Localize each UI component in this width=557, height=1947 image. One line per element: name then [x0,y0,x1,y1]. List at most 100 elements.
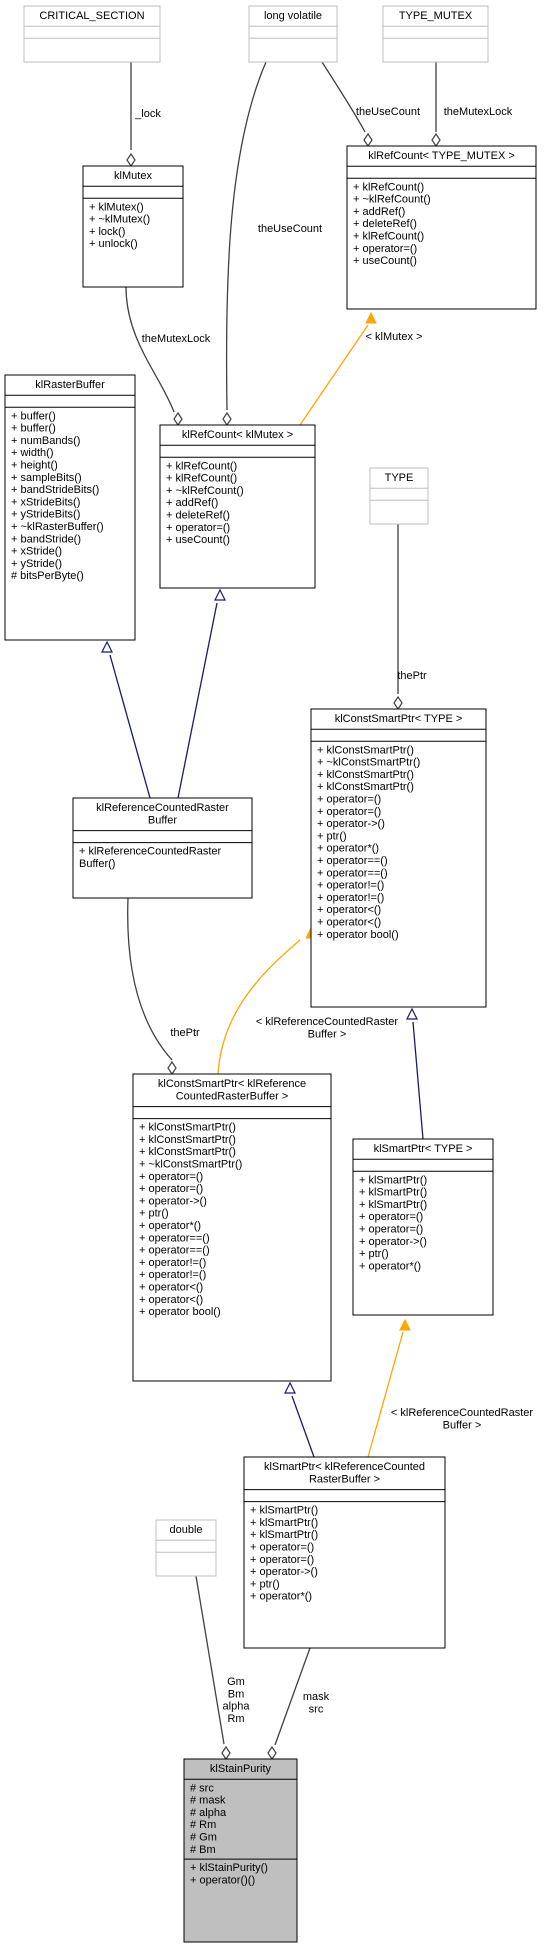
class-box [346,145,537,310]
class-box [72,797,253,899]
edge-theptr-rcrb [127,897,177,1076]
composition-diamond [267,1745,277,1761]
class-klmutex[interactable]: klMutex + klMutex()+ ~klMutex()+ lock()+ … [82,165,184,288]
method-list: + klRefCount()+ klRefCount()+ ~klRefCoun… [166,460,244,546]
edge-usecount-tmpl [321,61,373,148]
class-klrefcount-tmpl[interactable]: klRefCount< TYPE_MUTEX > + klRefCount()+ … [346,145,537,310]
template-arrowhead [365,311,377,324]
class-box [132,1073,332,1382]
class-critical-section[interactable]: CRITICAL_SECTION [23,5,161,63]
class-klsmartptr-tmpl[interactable]: klSmartPtr< TYPE >+ klSmartPtr()+ klSmar… [352,1138,494,1316]
composition-diamond [393,695,403,711]
edge-rcrb-bind-2 [367,1318,411,1458]
class-box [155,1519,217,1577]
method-list: + klMutex()+ ~klMutex()+ lock()+ unlock(… [89,201,150,250]
composition-diamond [173,411,183,427]
class-box [23,5,161,63]
inheritance-arrowhead [284,1381,296,1394]
class-name: klConstSmartPtr< TYPE > [335,713,463,725]
edge-inherit-constsmartptr [406,1007,424,1140]
class-box [4,374,136,641]
edge-label-thePtr-type: thePtr [397,670,427,682]
nodes-layer: CRITICAL_SECTION long volatile TYPE_MUTEXk… [4,5,537,1943]
edge-label-theUseCount-b: theUseCount [258,223,322,235]
class-type[interactable]: TYPE [369,467,429,525]
edge-mutexlock-tmpl [431,62,441,148]
edge-label-theMutexLock-a: theMutexLock [444,106,513,118]
composition-diamond [222,411,232,427]
class-box [159,424,316,589]
method-list: + klStainPurity()+ operator()() [190,1862,268,1886]
edge-inherit-csp-rcrb [284,1381,315,1458]
class-box [243,1456,446,1649]
edge-inherit-rasterbuffer [101,640,151,799]
inheritance-arrowhead [101,640,113,653]
inheritance-arrowhead [406,1007,418,1020]
class-klconstsmartptr-tmpl[interactable]: klConstSmartPtr< TYPE > + klConstSmartPtr… [310,708,487,1008]
composition-diamond [363,132,373,148]
edge-lock [126,62,136,168]
edge-label-klMutex-bind: < klMutex > [366,331,423,343]
class-klrefcount-klmutex[interactable]: klRefCount< klMutex > + klRefCount()+ klR… [159,424,316,589]
method-list: + klSmartPtr()+ klSmartPtr()+ klSmartPtr… [250,1505,318,1603]
class-name: klRefCount< TYPE_MUTEX > [368,150,515,162]
member-list: # src# mask# alpha# Rm# Gm# Bm [190,1782,227,1856]
class-name: TYPE [385,472,414,484]
edge-smartptr-attrs [267,1647,311,1761]
class-klstainpurity[interactable]: klStainPurity # src# mask# alpha# Rm# Gm#… [183,1758,298,1943]
composition-diamond [221,1745,231,1761]
edge-double-attrs [195,1575,231,1761]
class-double[interactable]: double [155,1519,217,1577]
edge-inherit-refcount [177,588,226,799]
class-box [382,5,489,63]
class-name: TYPE_MUTEX [399,10,473,22]
edge-label-lock: _lock [134,108,161,120]
edge-klmutex-bind [299,311,377,426]
template-arrowhead [399,1318,411,1331]
class-name: klRefCount< klMutex > [182,429,293,441]
class-name: CRITICAL_SECTION [39,10,144,22]
class-name: klMutex [114,170,152,182]
class-name: klStainPurity [210,1763,272,1775]
class-name: double [169,1524,202,1536]
method-list: + buffer()+ buffer()+ numBands()+ width(… [11,410,104,582]
composition-diamond [126,152,136,168]
class-name: long volatile [264,10,322,22]
edge-label-thePtr-rcrb: thePtr [170,1027,200,1039]
class-name: klSmartPtr< TYPE > [374,1143,473,1155]
edge-rcrb-bind-1 [217,926,317,1075]
inheritance-arrowhead [214,588,226,601]
edge-labels-layer: _lock theUseCount theMutexLock theUseCount t… [134,106,533,1725]
edge-label-theMutexLock-b: theMutexLock [142,333,211,345]
class-box [183,1758,298,1943]
class-name: klRasterBuffer [35,379,105,391]
edge-theptr-type [393,524,403,711]
edges-layer [101,61,441,1761]
class-long-volatile[interactable]: long volatile [248,5,338,63]
method-list: + klRefCount()+ ~klRefCount()+ addRef()+… [353,181,431,267]
class-box [310,708,487,1008]
method-list: + klConstSmartPtr()+ ~klConstSmartPtr()+… [317,744,420,941]
class-box [369,467,429,525]
class-box [352,1138,494,1316]
class-type-mutex[interactable]: TYPE_MUTEX [382,5,489,63]
edge-mutexlock-klmutex [125,286,183,427]
method-list: + klConstSmartPtr()+ klConstSmartPtr()+ … [139,1122,242,1319]
class-klrasterbuffer[interactable]: klRasterBuffer + buffer()+ buffer()+ numB… [4,374,136,641]
composition-diamond [431,132,441,148]
edge-label-theUseCount-a: theUseCount [356,106,420,118]
class-box [248,5,338,63]
composition-diamond [167,1060,177,1076]
